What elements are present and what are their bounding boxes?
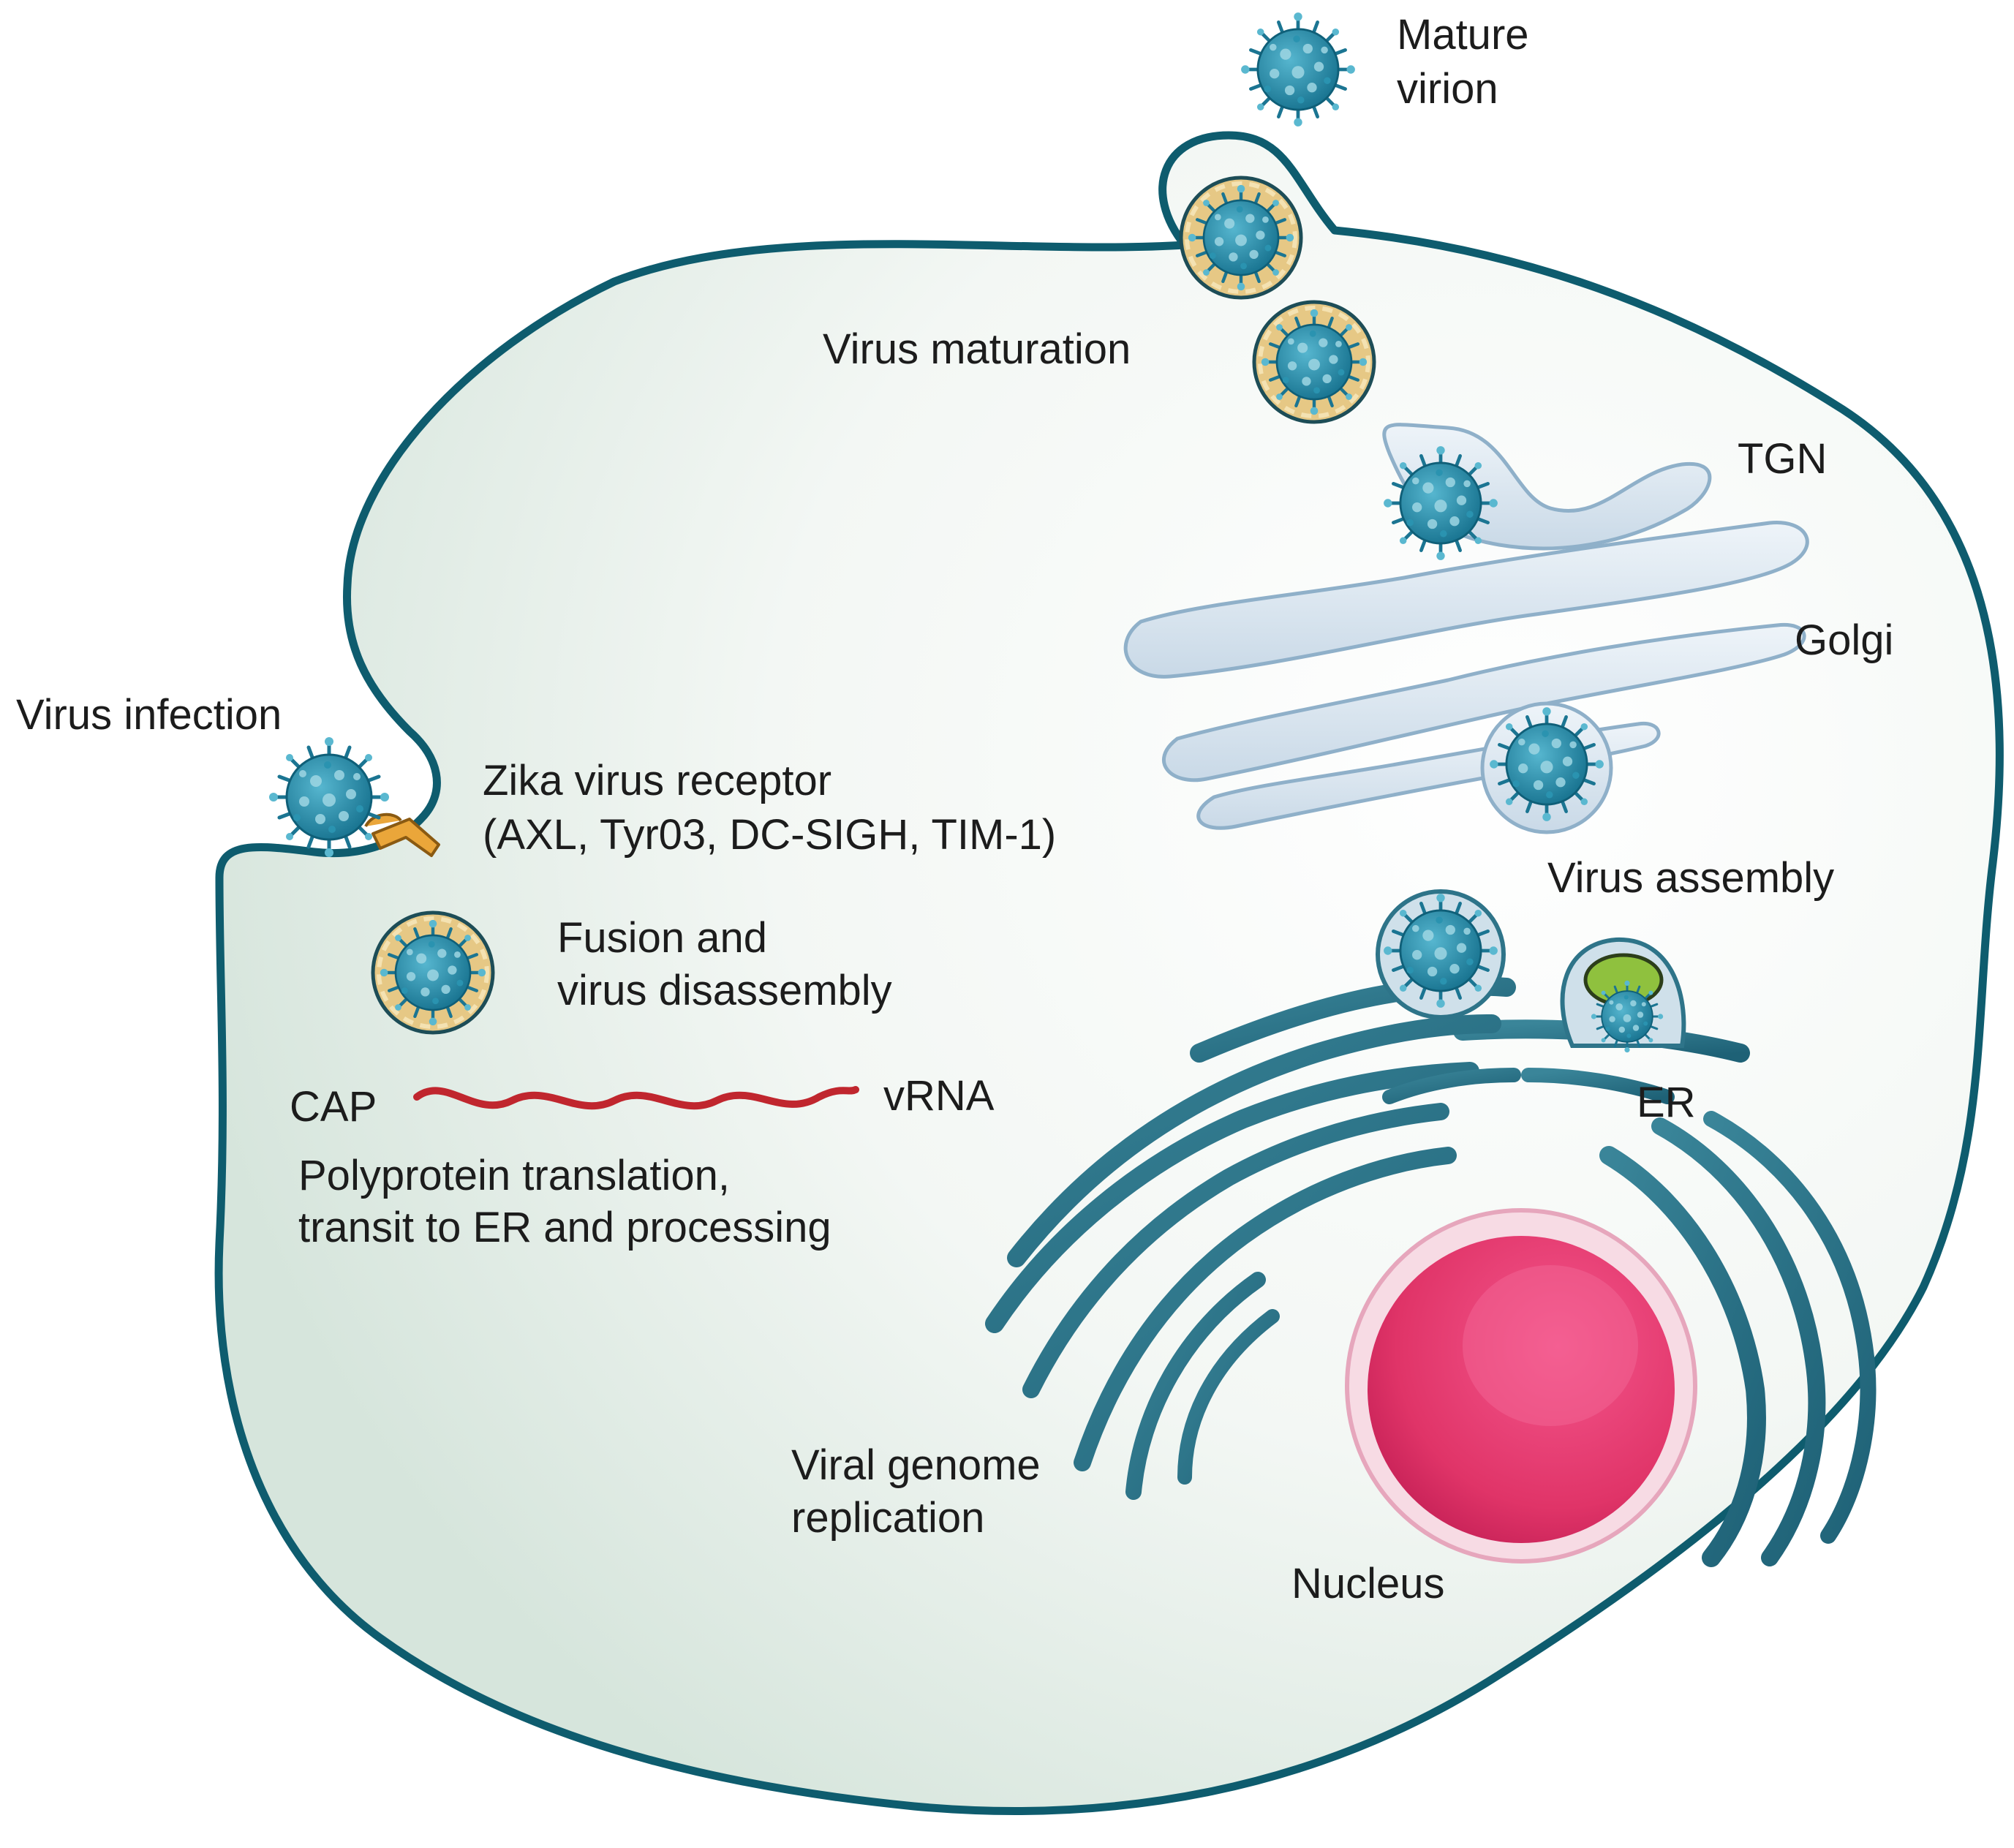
virion-maturing-1 xyxy=(1181,178,1301,298)
virion-maturing-2 xyxy=(1254,302,1374,422)
nucleus xyxy=(1345,1208,1697,1564)
er-tubule-5 xyxy=(1125,1272,1266,1500)
label-virus-assembly: Virus assembly xyxy=(1547,854,1835,902)
er-tubule-right-3 xyxy=(1703,1111,1877,1544)
label-cap: CAP xyxy=(290,1083,377,1131)
label-receptor-line2: (AXL, Tyr03, DC-SIGH, TIM-1) xyxy=(483,811,1057,859)
er-tubule-6 xyxy=(1177,1309,1280,1485)
er-tubule-3 xyxy=(1022,1103,1449,1398)
label-virus-maturation: Virus maturation xyxy=(823,325,1131,373)
er-tubule-2 xyxy=(985,1062,1479,1333)
label-polyprotein-line2: transit to ER and processing xyxy=(298,1204,831,1251)
label-golgi: Golgi xyxy=(1795,616,1894,664)
label-virus-infection: Virus infection xyxy=(16,691,282,739)
virion-tgn xyxy=(1384,446,1498,560)
nucleus-highlight xyxy=(1463,1265,1638,1426)
label-er: ER xyxy=(1637,1079,1696,1126)
label-mature-virion-line1: Mature xyxy=(1397,11,1529,59)
label-polyprotein-line1: Polyprotein translation, xyxy=(298,1152,730,1199)
label-replication-line2: replication xyxy=(791,1494,985,1542)
er-tubule-4 xyxy=(1074,1147,1457,1471)
label-fusion-line1: Fusion and xyxy=(557,914,767,962)
virion-infecting xyxy=(269,737,389,857)
label-replication-line1: Viral genome xyxy=(791,1441,1041,1489)
label-nucleus: Nucleus xyxy=(1291,1560,1445,1607)
virion-fusing xyxy=(373,913,493,1033)
virion-er-bud xyxy=(1384,894,1498,1008)
er-tubule-right-1 xyxy=(1599,1146,1766,1567)
er-tubule-short-2 xyxy=(1521,1068,1675,1104)
virion-mature xyxy=(1241,12,1355,127)
er-tubule-short-1 xyxy=(1382,1068,1521,1104)
label-vrna: vRNA xyxy=(883,1072,995,1120)
virion-er-cargo xyxy=(1590,979,1664,1054)
label-receptor-line1: Zika virus receptor xyxy=(483,757,832,804)
endoplasmic-reticulum xyxy=(985,976,1877,1567)
zika-receptor xyxy=(364,812,440,857)
virion-golgi xyxy=(1490,707,1604,821)
er-tubule-right-2 xyxy=(1651,1117,1826,1566)
vrna-strand xyxy=(413,1086,859,1110)
label-mature-virion-line2: virion xyxy=(1397,65,1498,113)
er-tubule-1 xyxy=(1007,1014,1501,1267)
label-fusion-line2: virus disassembly xyxy=(557,967,892,1014)
golgi-cisterna-1 xyxy=(1123,521,1809,679)
viral-rna xyxy=(413,1086,859,1110)
golgi-cisterna-2 xyxy=(1162,622,1806,782)
label-tgn: TGN xyxy=(1738,435,1828,483)
receptor-icon xyxy=(364,812,440,857)
nucleus-body xyxy=(1368,1236,1675,1543)
